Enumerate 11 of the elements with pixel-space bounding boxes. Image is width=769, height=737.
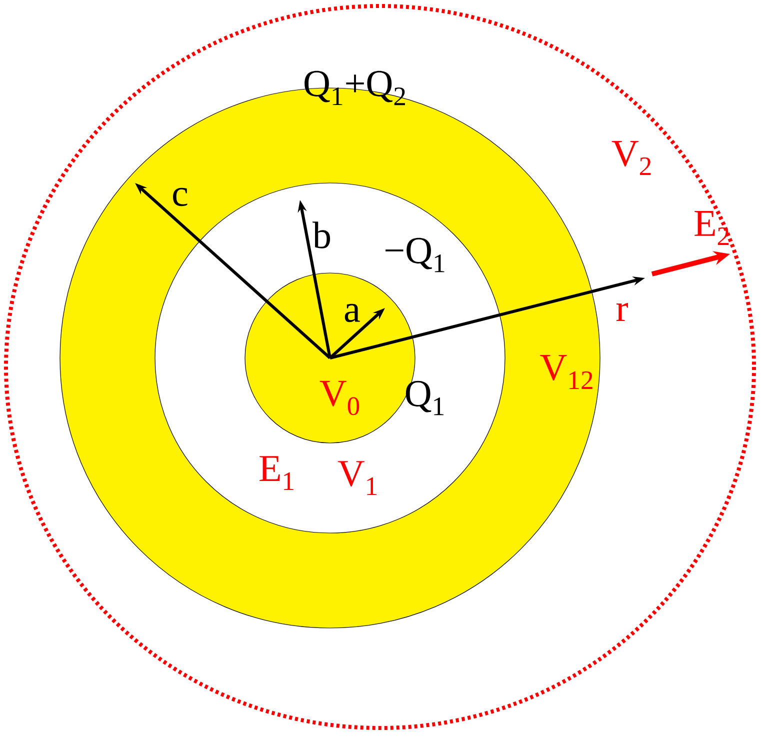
symbol-label: b xyxy=(312,222,330,248)
symbol-label: E$_{1}$ xyxy=(260,456,294,490)
symbol-label: c xyxy=(173,188,188,206)
symbol-label: V$_{12}$ xyxy=(540,355,592,389)
symbol-label: V$_{1}$ xyxy=(338,461,377,495)
symbol-label: −Q$_{1}$ xyxy=(386,238,444,272)
symbol-label: V$_{0}$ xyxy=(320,380,360,416)
symbol-label: r xyxy=(616,303,628,321)
symbol-label: Q$_{1}$ xyxy=(406,380,444,416)
symbol-label: a xyxy=(344,304,360,322)
symbol-label: V$_{2}$ xyxy=(612,141,651,175)
